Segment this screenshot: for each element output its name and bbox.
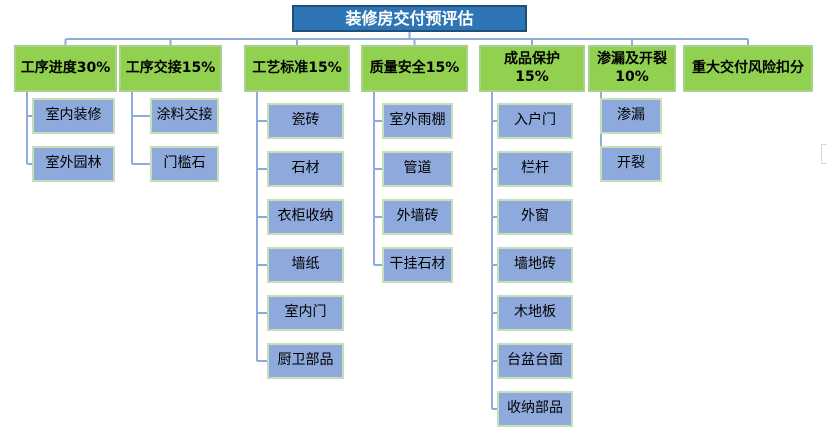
leaf-node: 石材	[267, 151, 344, 187]
leaf-node: 外墙砖	[382, 199, 453, 235]
leaf-node: 涂料交接	[150, 98, 219, 134]
branch-node: 重大交付风险扣分	[683, 45, 813, 92]
leaf-node: 瓷砖	[267, 103, 344, 139]
leaf-node: 入户门	[497, 103, 573, 139]
leaf-node: 厨卫部品	[267, 343, 344, 379]
leaf-node: 室内门	[267, 295, 344, 331]
branch-node: 质量安全15%	[361, 45, 468, 92]
branch-node: 工序交接15%	[119, 45, 222, 92]
leaf-node: 墙地砖	[497, 247, 573, 283]
leaf-node: 栏杆	[497, 151, 573, 187]
leaf-node: 墙纸	[267, 247, 344, 283]
window-edge-marker	[821, 144, 827, 164]
leaf-node: 开裂	[600, 146, 662, 182]
leaf-node: 室外雨棚	[382, 103, 453, 139]
leaf-node: 外窗	[497, 199, 573, 235]
root-node-title: 装修房交付预评估	[292, 5, 527, 32]
leaf-node: 收纳部品	[497, 391, 573, 427]
branch-node: 成品保护 15%	[479, 45, 585, 92]
leaf-node: 管道	[382, 151, 453, 187]
branch-node: 工艺标准15%	[244, 45, 350, 92]
leaf-node: 渗漏	[600, 98, 662, 134]
leaf-node: 衣柜收纳	[267, 199, 344, 235]
leaf-node: 木地板	[497, 295, 573, 331]
leaf-node: 室内装修	[32, 98, 115, 134]
leaf-node: 室外园林	[32, 146, 115, 182]
branch-node: 渗漏及开裂 10%	[588, 45, 676, 92]
branch-node: 工序进度30%	[14, 45, 117, 92]
leaf-node: 台盆台面	[497, 343, 573, 379]
leaf-node: 干挂石材	[382, 247, 453, 283]
leaf-node: 门槛石	[150, 146, 219, 182]
